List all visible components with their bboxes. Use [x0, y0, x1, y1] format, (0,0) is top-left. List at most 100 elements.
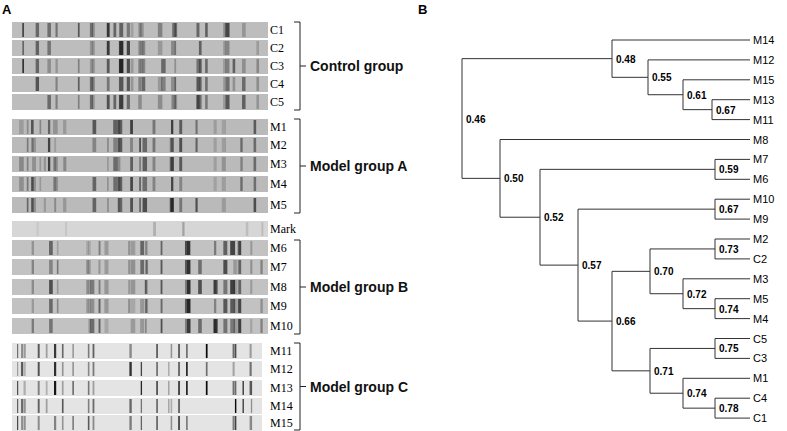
gel-bands [36, 77, 259, 91]
gel-bands [32, 260, 263, 274]
gel-band [32, 241, 34, 255]
leaf-label: M11 [753, 114, 774, 126]
lane-label: M8 [270, 280, 287, 295]
gel-band [21, 399, 23, 413]
gel-bands [17, 344, 252, 358]
gel-band [171, 416, 173, 430]
gel-band [254, 177, 257, 191]
gel-band [62, 399, 64, 413]
gel-band [31, 138, 34, 152]
gel-bands [32, 299, 263, 313]
gel-band [238, 241, 241, 255]
gel-band [93, 362, 95, 376]
gel-band [178, 399, 180, 413]
gel-band [153, 177, 156, 191]
gel-band [195, 120, 197, 134]
gel-lane [12, 361, 262, 377]
leaf-label: M2 [753, 233, 768, 245]
gel-band [104, 260, 108, 274]
gel-band [214, 280, 216, 294]
gel-bands [27, 198, 256, 212]
gel-band [113, 177, 118, 191]
tree-branch [612, 77, 648, 78]
gel-band [53, 177, 58, 191]
gel-band [21, 416, 23, 430]
gel-band [238, 280, 241, 294]
gel-lane [12, 380, 262, 396]
gel-band [233, 280, 236, 294]
gel-band [140, 299, 144, 313]
leaf-label: M14 [753, 34, 774, 46]
gel-band [250, 241, 252, 255]
gel-band [53, 120, 58, 134]
gel-band [251, 399, 252, 413]
gel-band [107, 198, 109, 212]
gel-band [118, 157, 121, 171]
panel-letter: A [2, 2, 11, 17]
gel-band [171, 177, 173, 191]
gel-band [46, 381, 48, 395]
gel-band [48, 120, 50, 134]
tree-branch [462, 59, 463, 179]
gel-band [178, 362, 180, 376]
gel-band [141, 381, 142, 395]
gel-band [21, 362, 23, 376]
gel-band [233, 77, 236, 91]
gel-band [196, 77, 199, 91]
gel-band [38, 381, 40, 395]
gel-band [257, 59, 260, 73]
gel-band [250, 260, 252, 274]
gel-band [78, 59, 80, 73]
gel-band [36, 41, 39, 55]
tree-branch [648, 94, 683, 95]
gel-band [92, 59, 95, 73]
tree-branch [715, 179, 750, 180]
gel-band [174, 59, 176, 73]
gel-band [139, 23, 143, 37]
leaf-label: M5 [753, 293, 768, 305]
gel-band [179, 138, 182, 152]
lane-label: M11 [270, 344, 292, 359]
gel-band [213, 280, 217, 294]
lane-label: C3 [270, 59, 284, 74]
gel-band [187, 280, 191, 294]
gel-band [131, 177, 133, 191]
leaf-label: M7 [753, 153, 768, 165]
gel-bands [32, 319, 263, 333]
gel-band [49, 299, 53, 313]
gel-band [36, 222, 39, 236]
gel-band [119, 59, 123, 73]
gel-lane [12, 221, 268, 237]
lane-label: M13 [270, 381, 293, 396]
gel-band [246, 222, 248, 236]
gel-band [195, 138, 197, 152]
gel-bands [19, 120, 256, 134]
tree-branch [715, 358, 750, 359]
gel-lane [12, 40, 268, 56]
gel-band [48, 138, 50, 152]
gel-band [119, 41, 123, 55]
gel-band [119, 41, 123, 55]
gel-band [127, 23, 130, 37]
gel-band [242, 23, 246, 37]
gel-band [153, 120, 156, 134]
gel-lane [12, 343, 262, 359]
gel-band [186, 344, 188, 358]
gel-band [187, 241, 191, 255]
group-label: Model group C [310, 379, 408, 395]
gel-band [146, 280, 148, 294]
gel-bands [36, 222, 263, 236]
gel-band [23, 344, 25, 358]
gel-band [171, 120, 173, 134]
gel-band [156, 344, 157, 358]
gel-band [49, 260, 53, 274]
gel-band [47, 23, 51, 37]
gel-band [206, 362, 208, 376]
gel-band [19, 120, 24, 134]
gel-band [145, 319, 147, 333]
gel-band [205, 23, 208, 37]
gel-band [127, 41, 130, 55]
gel-band [223, 319, 227, 333]
gel-lane [12, 197, 268, 213]
gel-band [198, 319, 202, 333]
